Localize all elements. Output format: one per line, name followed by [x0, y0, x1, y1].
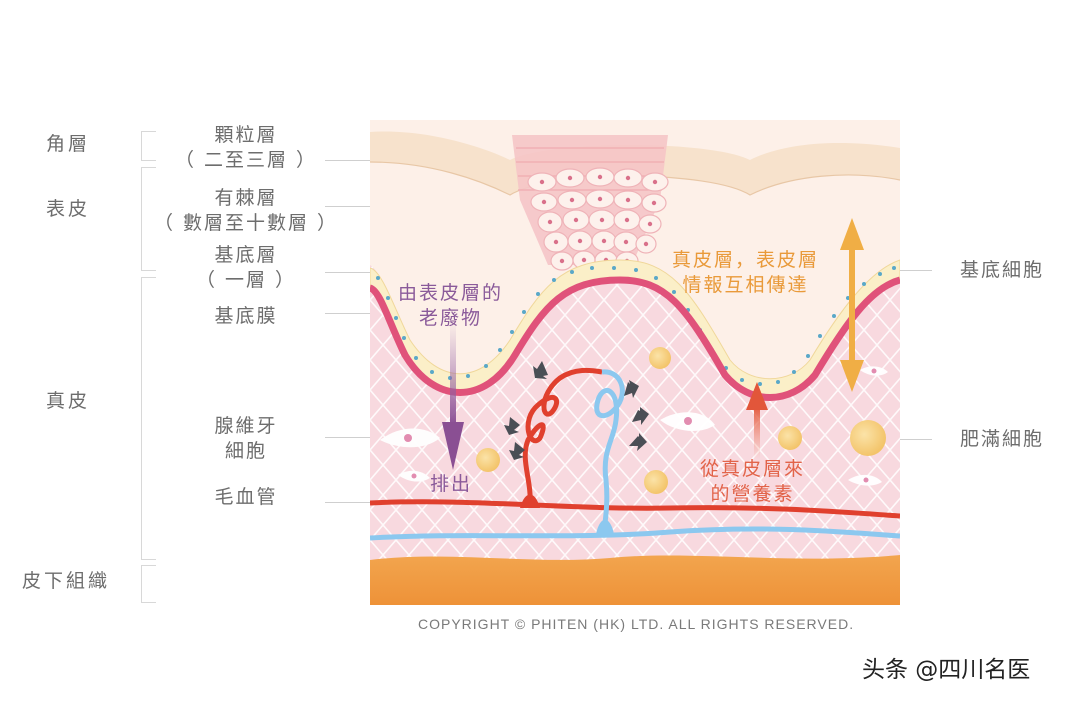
layer-label-basal: 基底層 （ 一層 ） — [158, 243, 334, 293]
layer-label-basement-membrane-name: 基底膜 — [214, 305, 278, 327]
leader-line-basal-cell — [880, 270, 932, 271]
spinous-cell-grid — [527, 167, 669, 271]
bracket-subcutaneous — [141, 565, 156, 603]
vein-main — [370, 526, 900, 541]
layer-label-spinous-count: （ 數層至十數層 ） — [153, 212, 339, 234]
layer-label-basement-membrane: 基底膜 — [158, 304, 334, 329]
layer-label-capillary-name: 毛血管 — [214, 486, 278, 508]
layer-label-fibroblast: 腺維牙 細胞 — [158, 414, 334, 464]
label-mast-cell: 肥滿細胞 — [960, 428, 1045, 450]
annotation-epidermal-waste-line2: 老廢物 — [419, 307, 483, 329]
annotation-information-exchange-line1: 真皮層，表皮層 — [672, 249, 820, 271]
layer-label-fibroblast-line2: 細胞 — [224, 440, 267, 462]
bracket-dermis — [141, 277, 156, 560]
annotation-nutrients: 從真皮層來 的營養素 — [700, 457, 805, 507]
skin-cross-section-illustration — [370, 120, 900, 605]
copyright-text: COPYRIGHT © PHITEN (HK) LTD. ALL RIGHTS … — [418, 616, 855, 632]
bracket-stratum-corneum — [141, 131, 156, 161]
annotation-epidermal-waste: 由表皮層的 老廢物 — [398, 281, 503, 331]
subcutaneous-layer — [370, 555, 900, 605]
layer-label-capillary: 毛血管 — [158, 485, 334, 510]
annotation-nutrients-line2: 的營養素 — [710, 483, 795, 505]
layer-label-basal-count: （ 一層 ） — [195, 269, 297, 291]
group-label-stratum-corneum: 角層 — [46, 133, 91, 155]
leader-line-basement-membrane — [325, 313, 375, 314]
leader-line-spinous — [325, 206, 400, 207]
diffusion-arrows — [504, 361, 649, 460]
leader-line-fibroblast — [325, 437, 385, 438]
layer-label-basal-name: 基底層 — [214, 244, 278, 266]
layer-label-spinous: 有棘層 （ 數層至十數層 ） — [150, 186, 342, 236]
layer-label-granular: 顆粒層 （ 二至三層 ） — [158, 123, 334, 173]
group-label-epidermis: 表皮 — [46, 198, 91, 220]
fat-cells — [476, 347, 886, 494]
nutrient-up-arrow — [746, 382, 768, 460]
group-label-subcutaneous: 皮下組織 — [22, 570, 111, 592]
layer-label-spinous-name: 有棘層 — [214, 187, 278, 209]
vein-capillary-loop — [594, 369, 625, 533]
annotation-information-exchange: 真皮層，表皮層 情報互相傳達 — [672, 248, 819, 298]
leader-line-capillary — [325, 502, 375, 503]
layer-label-fibroblast-line1: 腺維牙 — [214, 415, 278, 437]
group-label-dermis: 真皮 — [46, 390, 91, 412]
layer-label-granular-count: （ 二至三層 ） — [174, 149, 318, 171]
bracket-epidermis — [141, 167, 156, 271]
leader-line-basal — [325, 272, 375, 273]
label-basal-cell: 基底細胞 — [960, 259, 1045, 281]
artery-main — [370, 499, 900, 519]
leader-line-mast-cell — [880, 439, 932, 440]
annotation-nutrients-line1: 從真皮層來 — [700, 458, 806, 480]
signal-double-arrow — [840, 218, 864, 392]
annotation-excrete: 排出 — [430, 473, 473, 495]
layer-label-granular-name: 顆粒層 — [214, 124, 278, 146]
annotation-epidermal-waste-line1: 由表皮層的 — [398, 282, 504, 304]
waste-down-arrow — [442, 320, 464, 470]
artery-capillary-loop — [522, 367, 603, 507]
source-watermark: 头条 @四川名医 — [862, 657, 1031, 683]
basement-membrane — [370, 276, 900, 401]
annotation-information-exchange-line2: 情報互相傳達 — [682, 274, 809, 296]
